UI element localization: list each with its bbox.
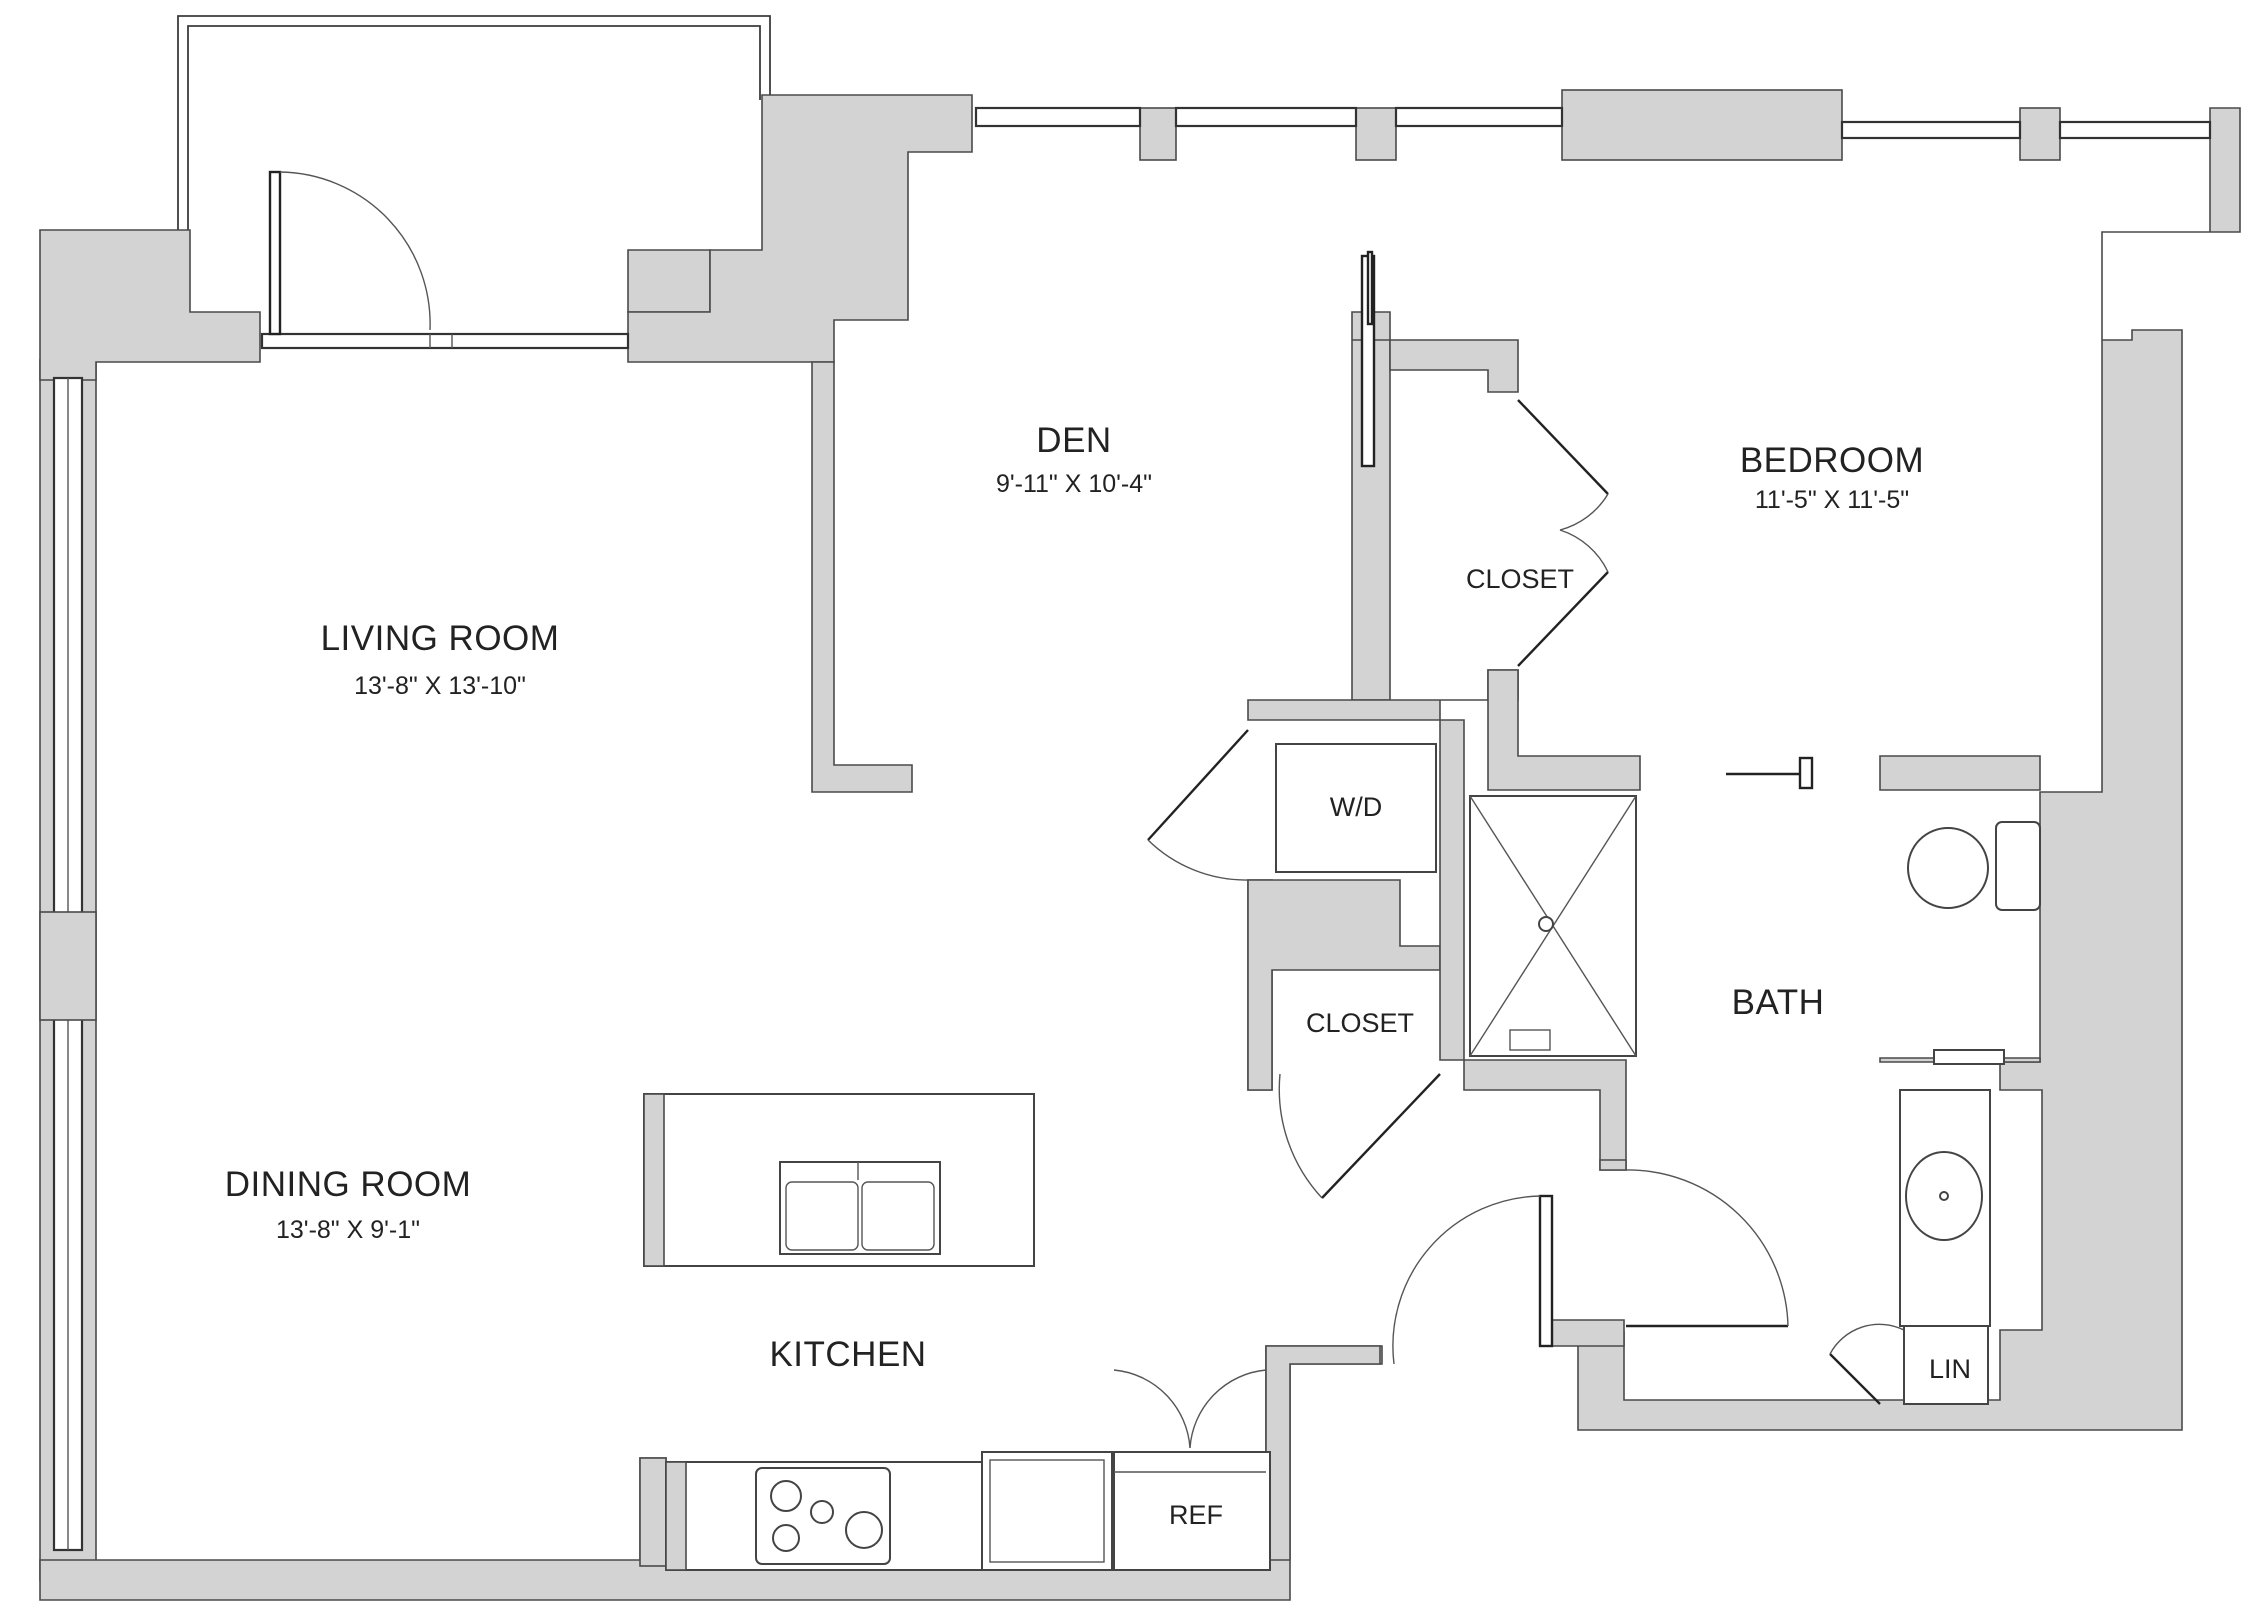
toilet-tank xyxy=(1995,821,2041,911)
fixtures xyxy=(643,743,2041,1571)
bedroom-dimensions: 11'-5" X 11'-5" xyxy=(1755,486,1909,514)
dining-room-dimensions: 13'-8" X 9'-1" xyxy=(276,1216,420,1244)
dining-room-label: DINING ROOM xyxy=(225,1165,472,1204)
walls xyxy=(39,89,2241,1601)
linen-label: LIN xyxy=(1929,1354,1971,1384)
doors xyxy=(268,170,1905,1405)
washer-dryer-label: W/D xyxy=(1330,792,1382,822)
hall-closet-label: CLOSET xyxy=(1306,1008,1414,1038)
linen-closet xyxy=(1903,1325,1989,1405)
den-label: DEN xyxy=(1036,421,1111,460)
room-labels: DEN 9'-11" X 10'-4" BEDROOM 11'-5" X 11'… xyxy=(225,421,1971,1530)
bedroom-label: BEDROOM xyxy=(1740,441,1924,480)
living-room-label: LIVING ROOM xyxy=(321,619,560,658)
bedroom-closet-label: CLOSET xyxy=(1466,564,1574,594)
balcony xyxy=(177,15,771,230)
kitchen-label: KITCHEN xyxy=(769,1335,926,1374)
windows xyxy=(39,106,2212,1552)
shower-drain-icon xyxy=(1538,916,1554,932)
dishwasher xyxy=(981,1451,1113,1571)
refrigerator-label: REF xyxy=(1169,1500,1223,1530)
toilet-bowl xyxy=(1907,827,1989,909)
living-room-dimensions: 13'-8" X 13'-10" xyxy=(354,672,526,700)
kitchen-sink xyxy=(779,1161,941,1255)
washer-dryer-box xyxy=(1275,743,1437,873)
bath-label: BATH xyxy=(1732,983,1825,1022)
den-dimensions: 9'-11" X 10'-4" xyxy=(996,470,1152,498)
